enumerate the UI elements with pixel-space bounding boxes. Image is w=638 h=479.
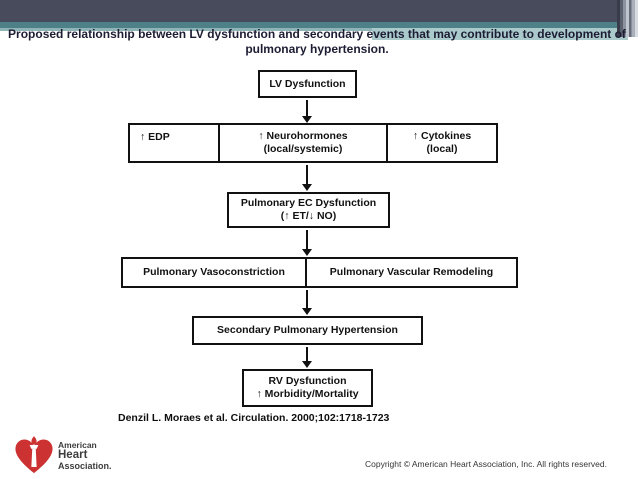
node-rv-line2: ↑ Morbidity/Mortality: [256, 388, 359, 400]
node-row-secondary-events: ↑ EDP ↑ Neurohormones (local/systemic) ↑…: [128, 123, 498, 163]
arrow-ec-to-row4: [300, 230, 314, 256]
header-corner-stripes: [617, 0, 638, 37]
aha-logo-line3: Association.: [58, 461, 112, 471]
arrow-sph-to-rv: [300, 347, 314, 368]
node-lv-dysfunction: LV Dysfunction: [258, 70, 357, 98]
node-vascular-remodeling: Pulmonary Vascular Remodeling: [307, 259, 516, 286]
node-ec-line2: (↑ ET/↓ NO): [280, 210, 337, 222]
aha-logo-line1: American: [58, 440, 97, 450]
aha-logo-line2: Heart: [58, 449, 88, 461]
aha-heart-torch-icon: [15, 436, 53, 474]
node-vascular-remodeling-label: Pulmonary Vascular Remodeling: [329, 266, 494, 278]
node-secondary-pulmonary-hypertension: Secondary Pulmonary Hypertension: [192, 316, 423, 345]
citation-text: Denzil L. Moraes et al. Circulation. 200…: [118, 412, 390, 424]
aha-logo-text: American Heart Association.: [58, 440, 112, 472]
node-neurohormones: ↑ Neurohormones (local/systemic): [220, 125, 388, 161]
node-neurohormones-line1: ↑ Neurohormones: [258, 130, 348, 142]
node-sph-label: Secondary Pulmonary Hypertension: [217, 324, 398, 336]
node-cytokines-line1: ↑ Cytokines: [412, 130, 472, 142]
slide-title: Proposed relationship between LV dysfunc…: [8, 27, 626, 56]
arrow-lv-to-row2: [300, 100, 314, 123]
node-cytokines: ↑ Cytokines (local): [388, 125, 496, 161]
node-rv-line1: RV Dysfunction: [268, 375, 347, 387]
node-pulmonary-ec-dysfunction: Pulmonary EC Dysfunction (↑ ET/↓ NO): [227, 192, 390, 228]
node-row-vascular-effects: Pulmonary Vasoconstriction Pulmonary Vas…: [121, 257, 518, 288]
node-edp: ↑ EDP: [130, 125, 220, 161]
arrow-row4-to-sph: [300, 290, 314, 315]
node-lv-dysfunction-label: LV Dysfunction: [269, 77, 346, 90]
header-bar: [0, 0, 617, 22]
node-vasoconstriction-label: Pulmonary Vasoconstriction: [143, 266, 285, 278]
copyright-text: Copyright © American Heart Association, …: [364, 459, 607, 469]
arrow-row2-to-ec: [300, 165, 314, 191]
node-vasoconstriction: Pulmonary Vasoconstriction: [123, 259, 307, 286]
teal-accent-band: [0, 22, 628, 28]
node-edp-label: ↑ EDP: [140, 131, 170, 143]
node-rv-dysfunction: RV Dysfunction ↑ Morbidity/Mortality: [242, 369, 373, 407]
teal-accent-band-light-right: [372, 27, 628, 40]
teal-accent-band-light-left: [0, 28, 372, 31]
node-neurohormones-line2: (local/systemic): [263, 143, 343, 155]
node-cytokines-line2: (local): [426, 143, 458, 155]
node-ec-line1: Pulmonary EC Dysfunction: [240, 197, 377, 209]
